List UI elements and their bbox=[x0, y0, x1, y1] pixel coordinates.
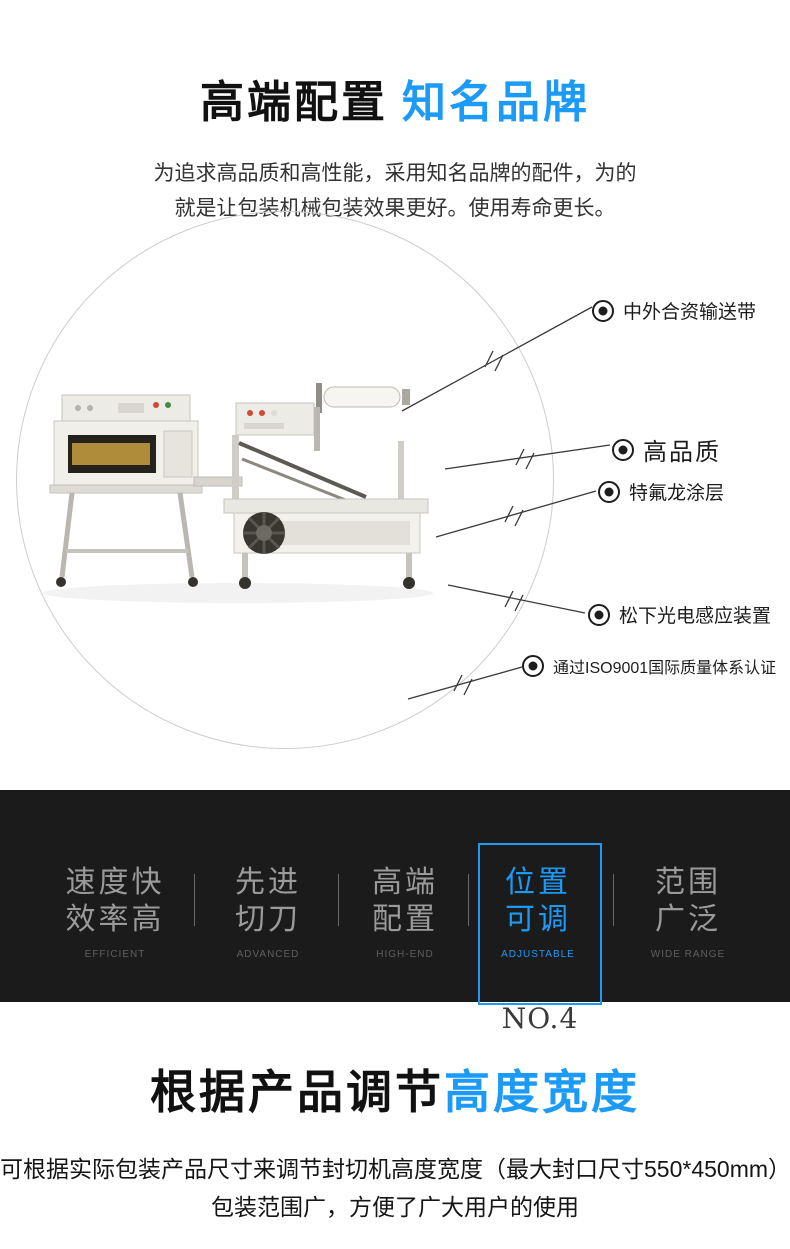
target-icon bbox=[612, 438, 634, 461]
machine-illustration bbox=[43, 383, 433, 603]
feature-zh-line2: 效率高 bbox=[65, 903, 165, 936]
l-sealer-machine bbox=[223, 383, 429, 589]
target-icon bbox=[588, 603, 610, 626]
features-band: 速度快 效率高 EFFICIENT 先进 切刀 ADVANCED 高端 配置 H… bbox=[0, 790, 790, 1005]
adjust-title-main: 根据产品调节 bbox=[150, 1066, 444, 1118]
feature-en: ADVANCED bbox=[236, 949, 300, 960]
feature-zh-line2: 切刀 bbox=[235, 903, 301, 936]
callout-sensor: 松下光电感应装置 bbox=[588, 601, 771, 628]
adjust-title-accent: 高度宽度 bbox=[444, 1066, 640, 1118]
callout-teflon: 特氟龙涂层 bbox=[598, 478, 724, 505]
callout-label: 通过ISO9001国际质量体系认证 bbox=[553, 660, 777, 677]
callout-label: 高品质 bbox=[643, 439, 721, 466]
feature-zh-line1: 先进 bbox=[235, 866, 301, 899]
section-number-badge: NO.4 bbox=[501, 1002, 579, 1035]
hero-circle-outline bbox=[16, 211, 554, 749]
callout-iso: 通过ISO9001国际质量体系认证 bbox=[522, 654, 776, 678]
feature-divider bbox=[613, 874, 614, 926]
feature-divider bbox=[338, 874, 339, 926]
feature-zh-line2: 广泛 bbox=[655, 903, 721, 936]
callout-conveyor: 中外合资输送带 bbox=[592, 297, 756, 324]
feature-zh-line2: 配置 bbox=[372, 903, 438, 936]
callout-label: 松下光电感应装置 bbox=[619, 606, 772, 627]
intro-title-main: 高端配置 bbox=[200, 78, 388, 127]
feature-zh-line1: 位置 bbox=[505, 866, 571, 899]
feature-zh-line1: 范围 bbox=[655, 866, 721, 899]
intro-desc-line1: 为追求高品质和高性能，采用知名品牌的配件，为的 bbox=[153, 162, 637, 185]
callout-label: 特氟龙涂层 bbox=[629, 483, 725, 504]
feature-efficient: 速度快 效率高 EFFICIENT bbox=[45, 864, 185, 960]
intro-description: 为追求高品质和高性能，采用知名品牌的配件，为的 就是让包装机械包装效果更好。使用… bbox=[0, 156, 790, 226]
feature-advanced: 先进 切刀 ADVANCED bbox=[208, 864, 328, 960]
feature-widerange: 范围 广泛 WIDE RANGE bbox=[628, 864, 748, 960]
feature-zh-line1: 高端 bbox=[372, 866, 438, 899]
feature-en: WIDE RANGE bbox=[650, 949, 726, 960]
intro-title: 高端配置知名品牌 bbox=[0, 66, 790, 130]
feature-adjustable: 位置 可调 ADJUSTABLE bbox=[478, 864, 598, 960]
intro-title-accent: 知名品牌 bbox=[402, 78, 590, 127]
target-icon bbox=[592, 299, 614, 322]
callout-label: 中外合资输送带 bbox=[623, 302, 757, 323]
hero-section: 中外合资输送带 高品质 特氟龙涂层 松下光电感应装置 通过ISO9001国际质量… bbox=[0, 205, 790, 767]
adjust-description: 可根据实际包装产品尺寸来调节封切机高度宽度（最大封口尺寸550*450mm） 包… bbox=[0, 1150, 790, 1226]
callout-lines bbox=[401, 306, 611, 700]
feature-en: ADJUSTABLE bbox=[501, 949, 575, 960]
adjust-desc-line1: 可根据实际包装产品尺寸来调节封切机高度宽度（最大封口尺寸550*450mm） bbox=[0, 1156, 790, 1182]
feature-highend: 高端 配置 HIGH-END bbox=[345, 864, 465, 960]
adjust-title: 根据产品调节高度宽度 bbox=[0, 1056, 790, 1122]
callout-quality: 高品质 bbox=[612, 432, 721, 467]
feature-zh-line1: 速度快 bbox=[65, 866, 165, 899]
feature-en: HIGH-END bbox=[376, 949, 434, 960]
feature-en: EFFICIENT bbox=[84, 949, 146, 960]
target-icon bbox=[598, 480, 620, 503]
feature-zh-line2: 可调 bbox=[505, 903, 571, 936]
feature-divider bbox=[194, 874, 195, 926]
highlight-box bbox=[478, 843, 602, 1005]
shrink-tunnel-machine bbox=[49, 394, 203, 587]
target-icon bbox=[522, 655, 544, 677]
feature-divider bbox=[468, 874, 469, 926]
adjust-desc-line2: 包装范围广，方便了广大用户的使用 bbox=[211, 1194, 579, 1220]
